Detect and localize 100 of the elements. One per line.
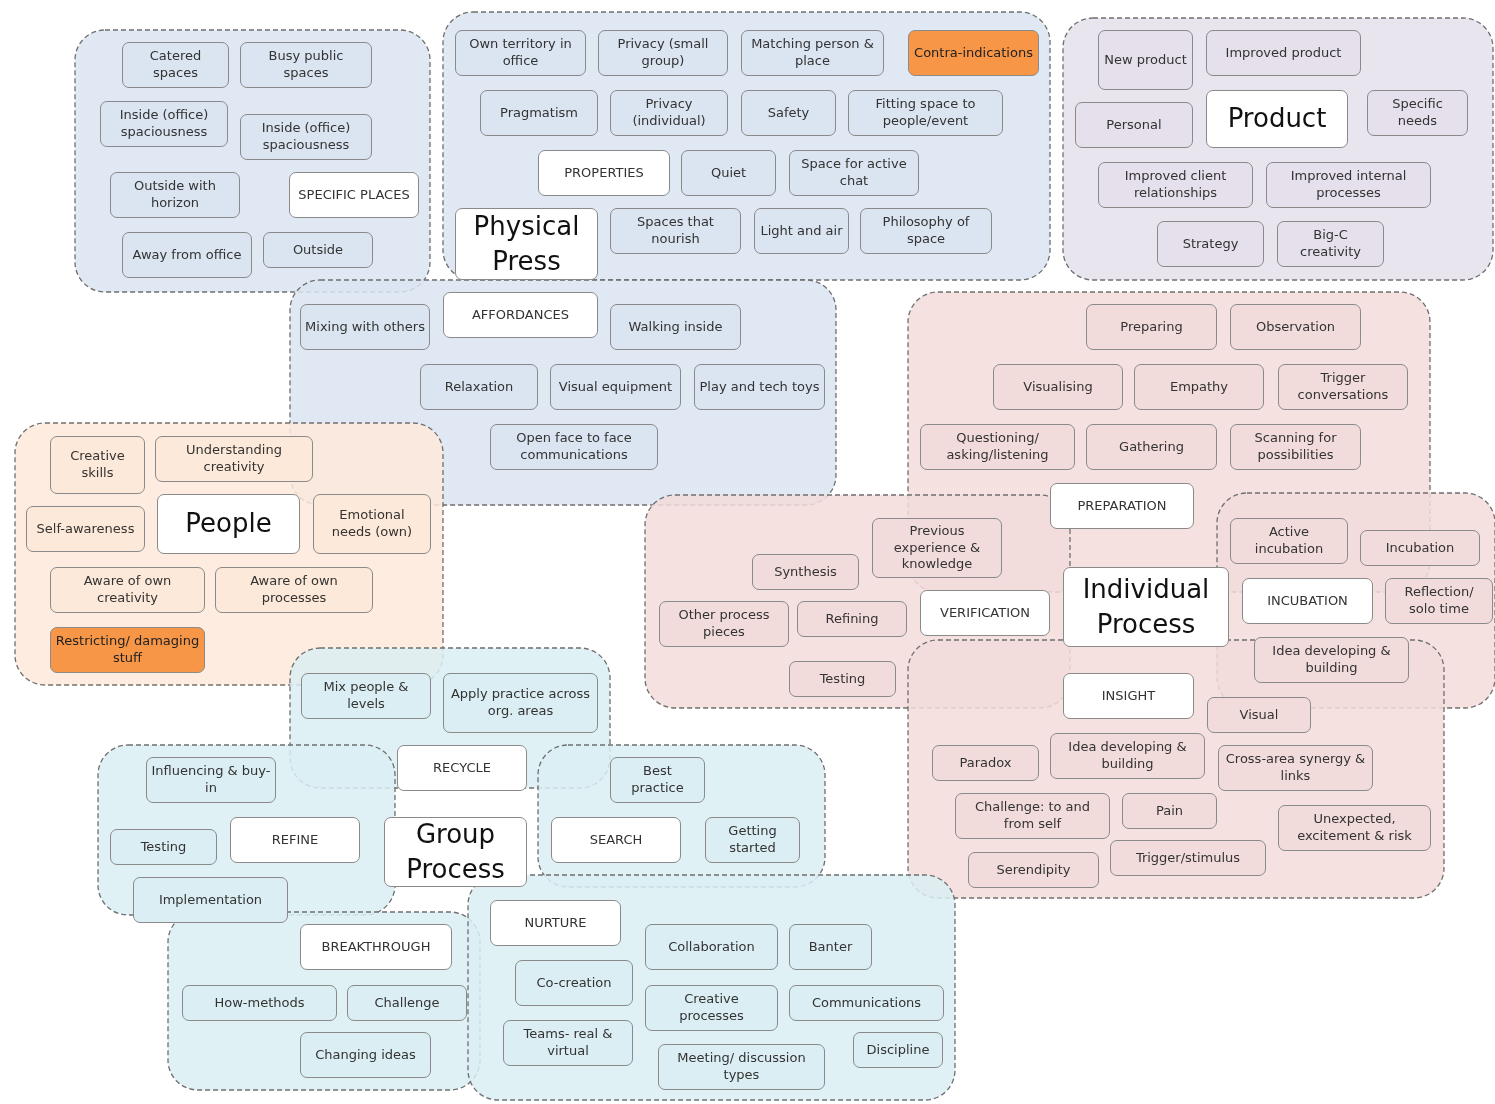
category-box: NURTURE (490, 900, 621, 946)
label-box: Big-C creativity (1277, 221, 1384, 267)
label-box: Walking inside (610, 304, 741, 350)
title-box: Physical Press (455, 208, 598, 280)
label-box: Incubation (1360, 530, 1480, 566)
label-box: Personal (1075, 102, 1193, 148)
label-box: Visual (1207, 697, 1311, 733)
label-box: Getting started (705, 817, 800, 863)
label-box: Pragmatism (480, 90, 598, 136)
label-box: Meeting/ discussion types (658, 1044, 825, 1090)
category-box: RECYCLE (397, 745, 527, 791)
title-box: Individual Process (1063, 567, 1229, 647)
category-box: BREAKTHROUGH (300, 924, 452, 970)
label-box: Scanning for possibilities (1230, 424, 1361, 470)
label-box: Unexpected, excitement & risk (1278, 805, 1431, 851)
label-box: Influencing & buy-in (146, 757, 276, 803)
label-box: Questioning/ asking/listening (920, 424, 1075, 470)
label-box: Co-creation (515, 960, 633, 1006)
label-box: Idea developing & building (1050, 733, 1205, 779)
label-box: Best practice (610, 757, 705, 803)
label-box: Busy public spaces (240, 42, 372, 88)
category-box: PREPARATION (1050, 483, 1194, 529)
category-box: INSIGHT (1063, 673, 1194, 719)
label-box: Relaxation (420, 364, 538, 410)
label-box: Spaces that nourish (610, 208, 741, 254)
label-box: Emotional needs (own) (313, 494, 431, 554)
title-box: People (157, 494, 300, 554)
label-box: Safety (741, 90, 836, 136)
category-box: SEARCH (551, 817, 681, 863)
label-box: Quiet (681, 150, 776, 196)
highlight-box: Restricting/ damaging stuff (50, 627, 205, 673)
label-box: Synthesis (752, 554, 859, 590)
label-box: Gathering (1086, 424, 1217, 470)
label-box: Improved internal processes (1266, 162, 1431, 208)
category-box: REFINE (230, 817, 360, 863)
label-box: Strategy (1157, 221, 1264, 267)
label-box: Reflection/ solo time (1385, 578, 1493, 624)
label-box: Preparing (1086, 304, 1217, 350)
label-box: Trigger conversations (1278, 364, 1408, 410)
label-box: Banter (789, 924, 872, 970)
label-box: Collaboration (645, 924, 778, 970)
label-box: Visualising (993, 364, 1123, 410)
label-box: Outside with horizon (110, 172, 240, 218)
label-box: Challenge: to and from self (955, 793, 1110, 839)
label-box: Empathy (1134, 364, 1264, 410)
label-box: New product (1098, 30, 1193, 90)
label-box: Trigger/stimulus (1110, 840, 1266, 876)
category-box: AFFORDANCES (443, 292, 598, 338)
label-box: How-methods (182, 985, 337, 1021)
label-box: Creative skills (50, 436, 145, 494)
label-box: Other process pieces (659, 601, 789, 647)
label-box: Discipline (853, 1032, 943, 1068)
label-box: Testing (789, 661, 896, 697)
title-box: Group Process (384, 817, 527, 887)
label-box: Understanding creativity (155, 436, 313, 482)
label-box: Paradox (932, 745, 1039, 781)
label-box: Inside (office) spaciousness (100, 101, 228, 147)
label-box: Testing (110, 829, 217, 865)
label-box: Mixing with others (300, 304, 430, 350)
label-box: Philosophy of space (860, 208, 992, 254)
label-box: Active incubation (1230, 518, 1348, 564)
label-box: Improved product (1206, 30, 1361, 76)
label-box: Observation (1230, 304, 1361, 350)
label-box: Cross-area synergy & links (1218, 745, 1373, 791)
label-box: Catered spaces (122, 42, 229, 88)
label-box: Communications (789, 985, 944, 1021)
highlight-box: Contra-indications (908, 30, 1039, 76)
label-box: Matching person & place (741, 30, 884, 76)
label-box: Inside (office) spaciousness (240, 114, 372, 160)
label-box: Own territory in office (455, 30, 586, 76)
label-box: Refining (797, 601, 907, 637)
label-box: Privacy (small group) (598, 30, 728, 76)
category-box: PROPERTIES (538, 150, 670, 196)
label-box: Fitting space to people/event (848, 90, 1003, 136)
label-box: Mix people & levels (301, 673, 431, 719)
category-box: SPECIFIC PLACES (289, 172, 419, 218)
label-box: Privacy (individual) (610, 90, 728, 136)
label-box: Serendipity (968, 852, 1099, 888)
label-box: Aware of own creativity (50, 567, 205, 613)
label-box: Creative processes (645, 985, 778, 1031)
title-box: Product (1206, 90, 1348, 148)
label-box: Improved client relationships (1098, 162, 1253, 208)
label-box: Aware of own processes (215, 567, 373, 613)
label-box: Challenge (347, 985, 467, 1021)
label-box: Visual equipment (550, 364, 681, 410)
category-box: VERIFICATION (920, 590, 1050, 636)
label-box: Changing ideas (300, 1032, 431, 1078)
label-box: Space for active chat (789, 150, 919, 196)
label-box: Pain (1122, 793, 1217, 829)
label-box: Play and tech toys (694, 364, 825, 410)
label-box: Light and air (754, 208, 849, 254)
label-box: Self-awareness (26, 506, 145, 552)
label-box: Implementation (133, 877, 288, 923)
label-box: Specific needs (1367, 90, 1468, 136)
label-box: Idea developing & building (1254, 637, 1409, 683)
label-box: Previous experience & knowledge (872, 518, 1002, 578)
label-box: Away from office (122, 232, 252, 278)
label-box: Open face to face communications (490, 424, 658, 470)
category-box: INCUBATION (1242, 578, 1373, 624)
label-box: Outside (263, 232, 373, 268)
